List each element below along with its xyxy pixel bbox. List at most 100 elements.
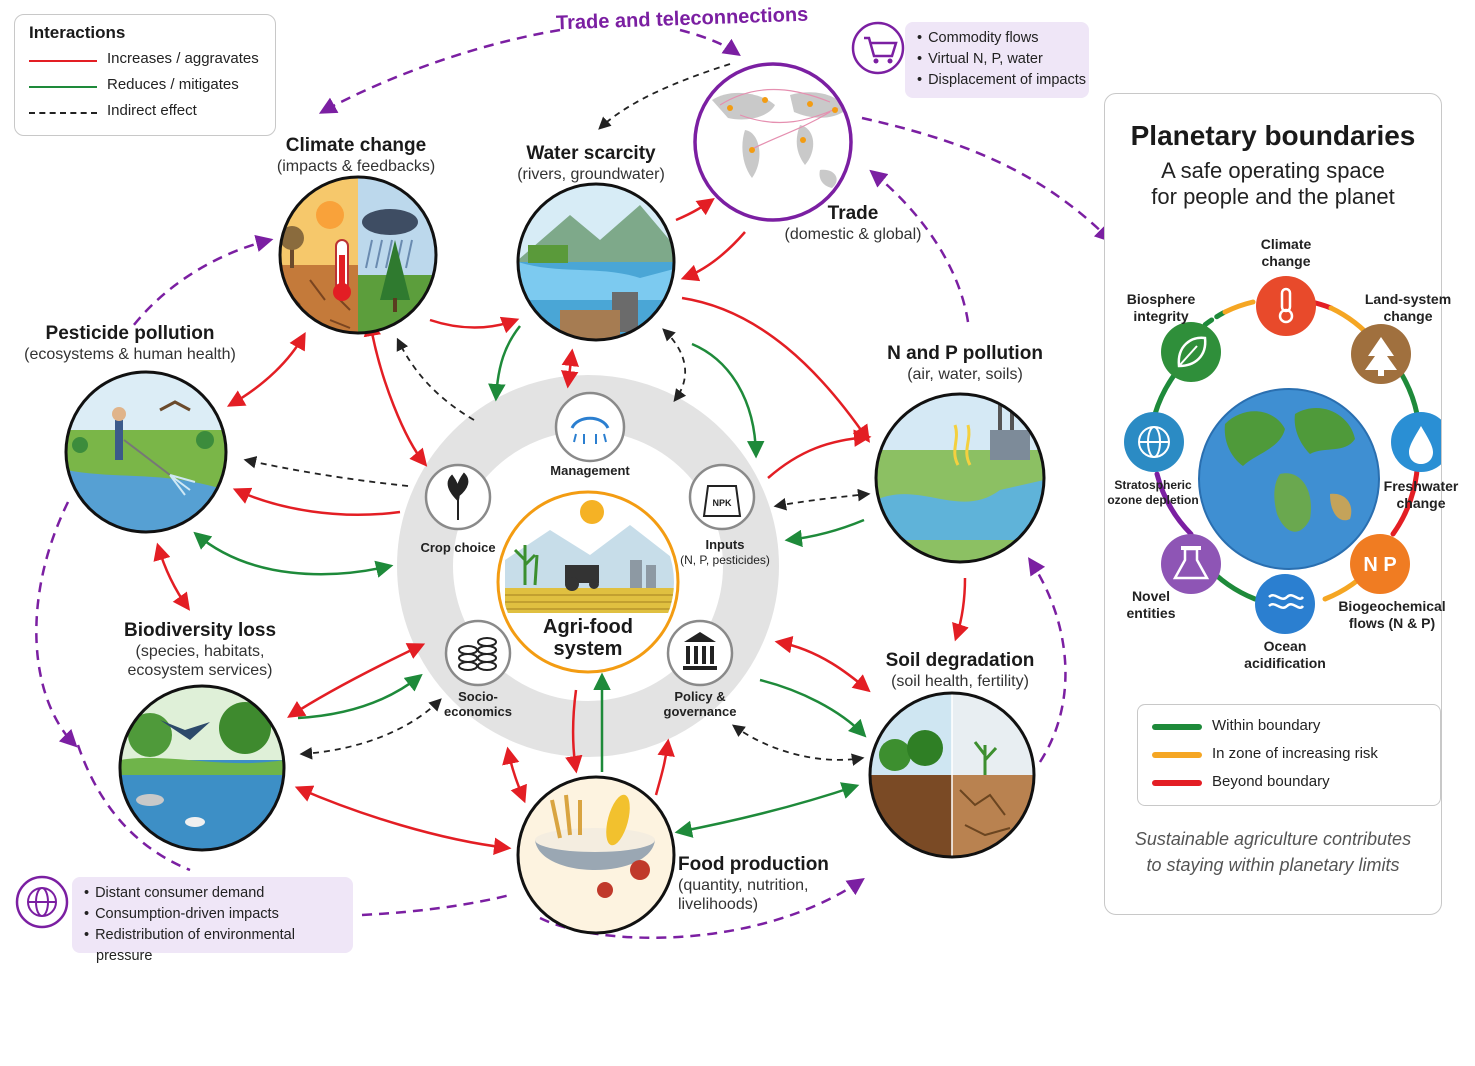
boundary-label-ocean: Ocean acidification [1235,638,1335,672]
fertilizer-bag-icon [702,485,742,517]
pesticide-pollution-label: Pesticide pollution (ecosystems & human … [18,323,242,364]
label-line: governance [663,704,737,719]
np-pollution-illustration [876,394,1044,562]
node-title: N and P pollution [887,343,1043,364]
panel-subtitle: A safe operating space for people and th… [1105,158,1441,210]
npk-text: NPK [712,498,732,508]
label-line: integrity [1133,308,1189,324]
panel-title: Planetary boundaries [1130,120,1416,151]
food-illustration [518,777,674,933]
soil-degradation-label: Soil degradation (soil health, fertility… [870,650,1050,691]
node-title: Climate change [285,135,427,156]
legend-item-increases: Increases / aggravates [107,50,259,67]
globe-network-icon [15,875,69,929]
label-line: economics [444,704,512,719]
trade-map-illustration [695,64,851,220]
water-drop-icon [1391,412,1441,472]
boundary-label-freshwater: Freshwater change [1371,478,1471,512]
node-subtitle: (air, water, soils) [907,366,1023,383]
np-icon-text: N P [1363,554,1396,576]
climate-change-label: Climate change (impacts & feedbacks) [256,135,456,176]
label-line: acidification [1244,655,1326,671]
boundary-label-climate: Climate change [1236,236,1336,270]
beyond-swatch [1152,780,1202,786]
government-building-icon [683,632,717,670]
management-icon-circle [554,391,626,463]
seedling-icon [447,472,469,520]
within-swatch [1152,724,1202,730]
label-line: Land-system [1364,291,1452,307]
node-subtitle: ecosystem services) [127,662,273,679]
boundary-label-land: Land-system change [1353,291,1463,325]
panel-footer: Sustainable agriculture contributes to s… [1105,826,1441,878]
within-label: Within boundary [1212,717,1321,734]
box-item: Redistribution of environmental pressure [95,925,353,967]
risk-label: In zone of increasing risk [1212,745,1378,762]
label-line: entities [1126,605,1176,621]
label-line: system [553,638,623,660]
commodity-flows-box: Commodity flows Virtual N, P, water Disp… [905,22,1089,98]
boundary-status-legend: Within boundary In zone of increasing ri… [1137,704,1441,806]
boundary-label-biosphere: Biosphere integrity [1111,291,1211,325]
shopping-cart-icon [851,21,905,75]
crop-choice-label: Crop choice [420,540,496,555]
node-title: Water scarcity [526,143,656,164]
node-subtitle: (domestic & global) [784,226,922,243]
node-title: Food production [678,854,829,875]
inner-icons [424,391,756,687]
box-item: Displacement of impacts [928,70,1089,91]
inputs-sublabel: (N, P, pesticides) [680,553,770,567]
label-line: Biogeochemical [1338,598,1446,614]
agri-food-illustration [502,496,674,668]
box-item: Consumption-driven impacts [95,904,353,925]
legend-item-indirect: Indirect effect [107,102,197,119]
label-line: ozone depletion [1107,493,1199,507]
label-line: Stratospheric [1114,478,1192,492]
node-subtitle: (quantity, nutrition, [678,877,809,894]
coins-icon [458,637,497,671]
node-title: Pesticide pollution [45,323,215,344]
label-line: Freshwater [1383,478,1459,494]
label-line: Agri-food [543,616,633,638]
legend-dashed-line [29,112,97,114]
boundary-label-ozone: Stratospheric ozone depletion [1105,478,1201,508]
boundary-label-novel: Novel entities [1105,588,1197,622]
label-line: Ocean [1263,638,1307,654]
water-scarcity-label: Water scarcity (rivers, groundwater) [491,143,691,184]
subtitle-line: for people and the planet [1151,184,1395,209]
label-line: change [1383,308,1433,324]
footer-line: Sustainable agriculture contributes [1134,829,1412,849]
np-icon: N P [1350,534,1410,594]
planetary-boundaries-panel: Planetary boundaries A safe operating sp… [1104,93,1458,915]
boundary-label-biogeochemical: Biogeochemical flows (N & P) [1337,598,1447,632]
biodiversity-loss-label: Biodiversity loss (species, habitats, ec… [100,620,300,680]
node-subtitle: (ecosystems & human health) [24,346,236,363]
trade-teleconnection-arrows [35,28,1113,939]
inputs-label: Inputs [705,537,745,552]
pesticide-illustration [66,372,226,532]
node-subtitle: livelihoods) [678,896,759,913]
interaction-legend: Interactions Increases / aggravates Redu… [14,14,276,136]
thermometer-icon [1256,276,1316,336]
node-subtitle: (impacts & feedbacks) [276,158,436,175]
agri-food-center-label: Agri-food system [528,616,648,660]
label-line: Policy & [674,689,726,704]
wave-icon [1255,574,1315,634]
label-line: Biosphere [1126,291,1196,307]
socio-economics-label: Socio- economics [428,689,528,719]
trade-label: Trade (domestic & global) [778,203,928,244]
label-line: Novel [1131,588,1171,604]
subtitle-line: A safe operating space [1161,158,1385,183]
food-production-label: Food production (quantity, nutrition, li… [678,854,838,914]
legend-green-line [29,86,97,88]
label-line: flows (N & P) [1348,615,1436,631]
box-item: Distant consumer demand [95,883,353,904]
label-line: Socio- [458,689,498,704]
node-title: Biodiversity loss [123,620,277,641]
label-line: change [1396,495,1446,511]
label-line: change [1261,253,1311,269]
beyond-label: Beyond boundary [1212,773,1330,790]
tree-icon [1351,324,1411,384]
node-subtitle: (species, habitats, [135,643,265,660]
